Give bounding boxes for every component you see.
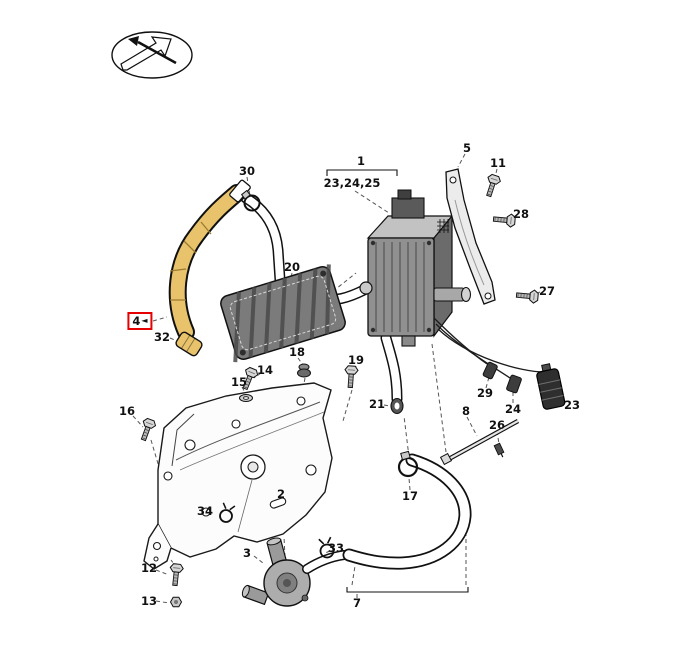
- part-label-30[interactable]: 30: [238, 164, 256, 178]
- part-clamp-34: [219, 502, 236, 523]
- part-label-19[interactable]: 19: [347, 353, 365, 367]
- part-label-4: 4: [132, 314, 141, 328]
- part-label-28[interactable]: 28: [512, 207, 530, 221]
- part-heat-shield: [220, 264, 346, 363]
- part-clamp-17: [397, 450, 419, 478]
- part-label-34[interactable]: 34: [196, 504, 214, 518]
- part-label-21[interactable]: 21: [368, 397, 386, 411]
- part-label-3[interactable]: 3: [242, 546, 252, 560]
- part-label-24[interactable]: 24: [504, 402, 522, 416]
- part-bolt-12: [167, 562, 185, 587]
- part-label-7[interactable]: 7: [352, 596, 362, 610]
- fasteners: [136, 173, 540, 608]
- part-connector-large: [536, 363, 566, 410]
- part-label-18[interactable]: 18: [288, 345, 306, 359]
- part-mounting-strap: [445, 168, 496, 305]
- part-connector-small-a: [482, 361, 498, 380]
- part-grommet-21: [390, 397, 404, 415]
- part-label-13[interactable]: 13: [140, 594, 158, 608]
- part-connector-sleeve: [175, 331, 203, 357]
- part-label-12[interactable]: 12: [140, 561, 158, 575]
- part-bolt-27: [515, 288, 540, 304]
- part-label-16[interactable]: 16: [118, 404, 136, 418]
- part-label-29[interactable]: 29: [476, 386, 494, 400]
- part-highlight-hose: [168, 179, 251, 341]
- part-label-32[interactable]: 32: [153, 330, 171, 344]
- part-label-8[interactable]: 8: [461, 404, 471, 418]
- part-label-33[interactable]: 33: [327, 541, 345, 555]
- part-bolt-11: [482, 173, 503, 199]
- highlight-marker-icon: ◄: [141, 316, 148, 325]
- part-label-2[interactable]: 2: [276, 487, 286, 501]
- part-buffer-18: [297, 363, 311, 378]
- part-label-1[interactable]: 1: [356, 154, 366, 168]
- part-label-5[interactable]: 5: [462, 141, 472, 155]
- wiring-harness: [433, 317, 566, 410]
- part-label-27[interactable]: 27: [538, 284, 556, 298]
- part-clamp-33: [318, 536, 335, 559]
- part-nut-13: [169, 596, 183, 608]
- part-heater-unit: [326, 169, 472, 347]
- part-label-group-23-24-25[interactable]: 23,24,25: [323, 176, 381, 190]
- part-label-23[interactable]: 23: [563, 398, 581, 412]
- part-heater-down-tube: [380, 332, 403, 405]
- part-clip: [493, 442, 505, 458]
- part-bolt-19: [343, 365, 359, 389]
- part-lower-hose: [342, 453, 472, 593]
- part-mounting-plate: [143, 382, 333, 570]
- part-washer-15: [239, 394, 253, 402]
- part-clamp-30: [240, 189, 261, 212]
- part-label-11[interactable]: 11: [489, 156, 507, 170]
- part-label-14[interactable]: 14: [256, 363, 274, 377]
- part-cable-tie: [439, 419, 520, 466]
- part-label-17[interactable]: 17: [401, 489, 419, 503]
- crossed-arrows-logo-icon: [111, 31, 193, 79]
- part-connector-small-b: [506, 374, 522, 394]
- part-label-4-highlight[interactable]: 4◄: [127, 312, 153, 330]
- part-bolt-16: [136, 416, 158, 443]
- part-label-20[interactable]: 20: [283, 260, 301, 274]
- part-label-26[interactable]: 26: [488, 418, 506, 432]
- part-label-15[interactable]: 15: [230, 375, 248, 389]
- part-water-pump: [241, 537, 349, 607]
